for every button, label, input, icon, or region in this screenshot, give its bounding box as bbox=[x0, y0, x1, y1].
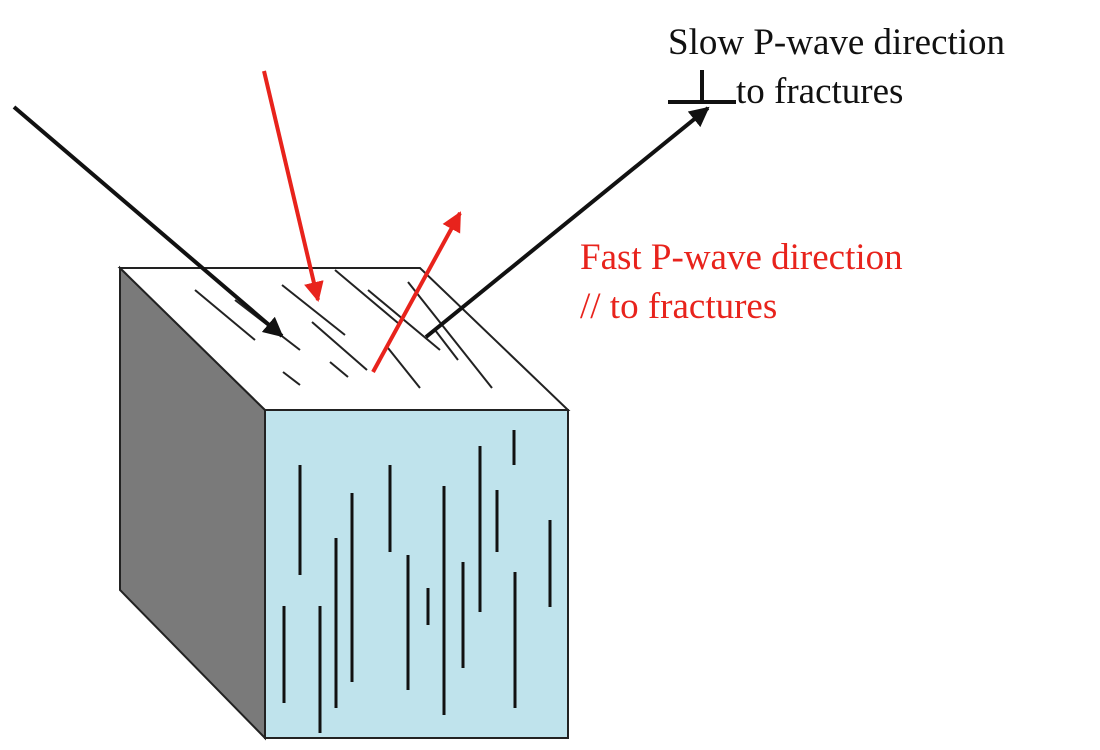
top-fracture bbox=[387, 347, 421, 389]
top-fracture bbox=[282, 371, 301, 386]
top-fracture bbox=[334, 269, 399, 324]
fast-wave-label-line1: Fast P-wave direction bbox=[580, 237, 903, 278]
top-fracture bbox=[367, 289, 441, 351]
slow-wave-label-line1: Slow P-wave direction bbox=[668, 22, 1006, 63]
fast-wave-incident-arrow bbox=[262, 70, 324, 302]
slow-wave-label-line2: to fractures bbox=[736, 71, 904, 112]
top-fracture bbox=[194, 289, 256, 341]
block-front-face bbox=[264, 409, 569, 739]
fast-wave-label-line2: // to fractures bbox=[580, 286, 778, 327]
top-fracture bbox=[311, 321, 368, 371]
slow-wave-incident-arrow bbox=[12, 105, 284, 338]
top-fracture bbox=[281, 284, 346, 336]
perpendicular-icon bbox=[668, 70, 736, 104]
top-fracture bbox=[434, 329, 459, 361]
front-fracture-traces bbox=[282, 430, 552, 733]
top-fracture bbox=[407, 281, 493, 389]
slow-wave-reflected-arrow bbox=[424, 106, 710, 339]
fast-wave-reflected-arrow bbox=[371, 211, 462, 373]
top-fracture-traces bbox=[194, 269, 493, 389]
top-fracture bbox=[329, 361, 349, 378]
